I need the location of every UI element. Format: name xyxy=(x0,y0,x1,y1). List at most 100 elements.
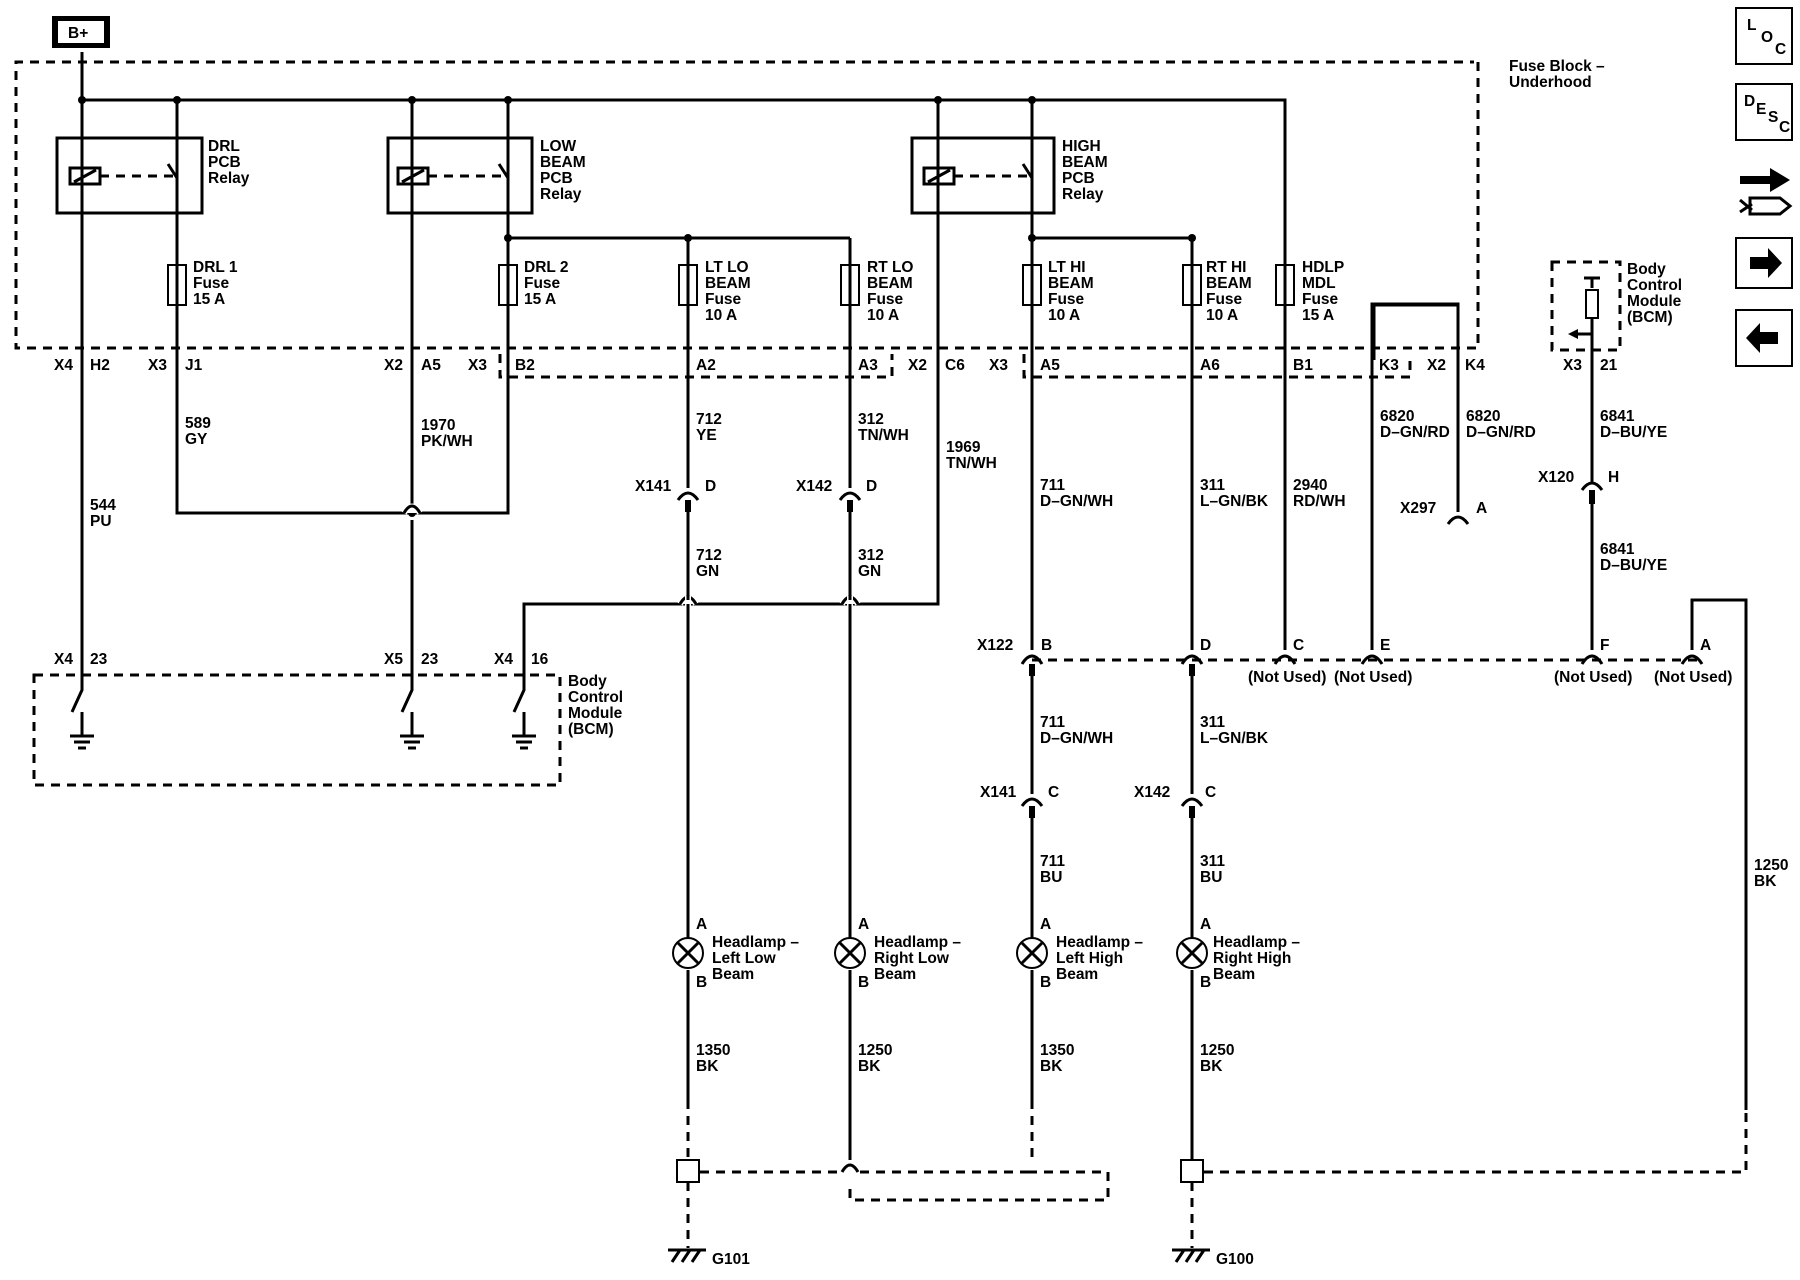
svg-text:6820: 6820 xyxy=(1466,408,1500,425)
svg-text:BK: BK xyxy=(1040,1058,1063,1075)
svg-text:LT LO: LT LO xyxy=(705,259,749,276)
svg-text:Headlamp –: Headlamp – xyxy=(712,934,799,951)
svg-text:Fuse Block –: Fuse Block – xyxy=(1509,58,1605,75)
svg-text:A: A xyxy=(1200,916,1211,933)
loc-button[interactable]: L O C xyxy=(1735,7,1793,65)
svg-text:23: 23 xyxy=(421,651,439,668)
svg-text:Underhood: Underhood xyxy=(1509,74,1592,91)
svg-text:(Not Used): (Not Used) xyxy=(1334,669,1412,686)
svg-text:K3: K3 xyxy=(1379,357,1399,374)
svg-text:C: C xyxy=(1048,784,1059,801)
svg-text:GY: GY xyxy=(185,431,208,448)
svg-text:Control: Control xyxy=(568,689,623,706)
svg-text:10 A: 10 A xyxy=(705,307,737,324)
svg-text:Fuse: Fuse xyxy=(1302,291,1339,308)
svg-text:S: S xyxy=(1768,109,1778,126)
svg-text:D–GN/RD: D–GN/RD xyxy=(1466,424,1536,441)
svg-text:A: A xyxy=(696,916,707,933)
svg-text:Right High: Right High xyxy=(1213,950,1291,967)
svg-text:PCB: PCB xyxy=(208,154,241,171)
battery-terminal: B+ xyxy=(52,16,110,48)
svg-text:X4: X4 xyxy=(54,651,73,668)
desc-button[interactable]: D E S C xyxy=(1735,83,1793,141)
svg-text:(Not Used): (Not Used) xyxy=(1654,669,1732,686)
svg-text:Beam: Beam xyxy=(1213,966,1255,983)
low-beam-pcb-relay: LOW BEAM PCB Relay xyxy=(386,136,586,215)
svg-text:(BCM): (BCM) xyxy=(1627,309,1673,326)
svg-text:YE: YE xyxy=(696,427,717,444)
lower-wires xyxy=(686,600,1748,1160)
headlamp-right-high: A B Headlamp – Right High Beam xyxy=(1176,916,1300,991)
ground-bus: G101 G100 xyxy=(668,1100,1748,1268)
svg-text:PK/WH: PK/WH xyxy=(421,433,473,450)
svg-text:D–GN/RD: D–GN/RD xyxy=(1380,424,1450,441)
svg-text:X120: X120 xyxy=(1538,469,1574,486)
arrow-left-icon[interactable] xyxy=(1735,309,1793,367)
svg-text:X3: X3 xyxy=(148,357,167,374)
high-beam-pcb-relay: HIGH BEAM PCB Relay xyxy=(910,136,1108,215)
svg-text:H: H xyxy=(1608,469,1619,486)
bus-taps xyxy=(175,100,1034,180)
svg-text:DRL: DRL xyxy=(208,138,240,155)
svg-text:Fuse: Fuse xyxy=(705,291,742,308)
svg-text:711: 711 xyxy=(1040,714,1065,731)
fuse-drl1: DRL 1 Fuse 15 A xyxy=(167,259,238,308)
svg-text:L–GN/BK: L–GN/BK xyxy=(1200,493,1269,510)
svg-text:A3: A3 xyxy=(858,357,878,374)
svg-text:K4: K4 xyxy=(1465,357,1485,374)
connector-icon[interactable] xyxy=(1739,168,1793,216)
svg-text:D: D xyxy=(705,478,716,495)
svg-text:X141: X141 xyxy=(980,784,1017,801)
svg-text:BU: BU xyxy=(1200,869,1222,886)
svg-text:D–BU/YE: D–BU/YE xyxy=(1600,424,1667,441)
svg-text:A: A xyxy=(1700,637,1711,654)
arrow-right-icon[interactable] xyxy=(1735,237,1793,289)
svg-text:312: 312 xyxy=(858,411,884,428)
headlamp-left-low: A B Headlamp – Left Low Beam xyxy=(672,916,799,991)
svg-text:D–GN/WH: D–GN/WH xyxy=(1040,730,1113,747)
svg-text:Beam: Beam xyxy=(712,966,754,983)
svg-text:1250: 1250 xyxy=(1200,1042,1234,1059)
fuse-rt-lo-beam: RT LO BEAM Fuse 10 A xyxy=(840,259,914,324)
svg-text:C: C xyxy=(1205,784,1216,801)
svg-text:X3: X3 xyxy=(468,357,487,374)
svg-text:711: 711 xyxy=(1040,477,1065,494)
wire-labels-lower: 711 D–GN/WH 311 L–GN/BK 711 BU 311 BU 13… xyxy=(696,714,1788,1075)
x3-connector-high xyxy=(1022,354,1412,379)
svg-text:15 A: 15 A xyxy=(1302,307,1334,324)
lamp-feed-stubs xyxy=(686,900,1194,938)
svg-text:A5: A5 xyxy=(421,357,441,374)
svg-text:X297: X297 xyxy=(1400,500,1436,517)
mid-wires xyxy=(80,360,1748,660)
svg-text:X5: X5 xyxy=(384,651,403,668)
svg-text:RT LO: RT LO xyxy=(867,259,914,276)
svg-text:HDLP: HDLP xyxy=(1302,259,1344,276)
svg-text:311: 311 xyxy=(1200,477,1225,494)
svg-text:D: D xyxy=(1744,93,1755,110)
svg-text:(Not Used): (Not Used) xyxy=(1248,669,1326,686)
svg-text:Headlamp –: Headlamp – xyxy=(1056,934,1143,951)
svg-text:Fuse: Fuse xyxy=(193,275,230,292)
svg-text:BEAM: BEAM xyxy=(1048,275,1094,292)
svg-text:A: A xyxy=(858,916,869,933)
svg-text:1250: 1250 xyxy=(1754,857,1788,874)
svg-text:B+: B+ xyxy=(68,25,88,42)
svg-text:X4: X4 xyxy=(54,357,73,374)
svg-text:C: C xyxy=(1779,119,1790,136)
inline-connectors-upper xyxy=(676,481,1604,525)
svg-text:X2: X2 xyxy=(908,357,927,374)
svg-text:712: 712 xyxy=(696,547,722,564)
svg-text:Fuse: Fuse xyxy=(1206,291,1243,308)
svg-text:A2: A2 xyxy=(696,357,716,374)
svg-text:GN: GN xyxy=(858,563,881,580)
svg-text:A: A xyxy=(1476,500,1487,517)
svg-text:BEAM: BEAM xyxy=(540,154,586,171)
svg-text:C: C xyxy=(1293,637,1304,654)
svg-text:B: B xyxy=(1040,974,1051,991)
svg-text:L: L xyxy=(1747,17,1756,34)
svg-text:BEAM: BEAM xyxy=(705,275,751,292)
svg-text:Headlamp –: Headlamp – xyxy=(1213,934,1300,951)
fuse-lt-hi-beam: LT HI BEAM Fuse 10 A xyxy=(1022,259,1094,324)
x122-connector: X122 B D C E F A (Not Used) (Not Used) (… xyxy=(977,637,1732,686)
